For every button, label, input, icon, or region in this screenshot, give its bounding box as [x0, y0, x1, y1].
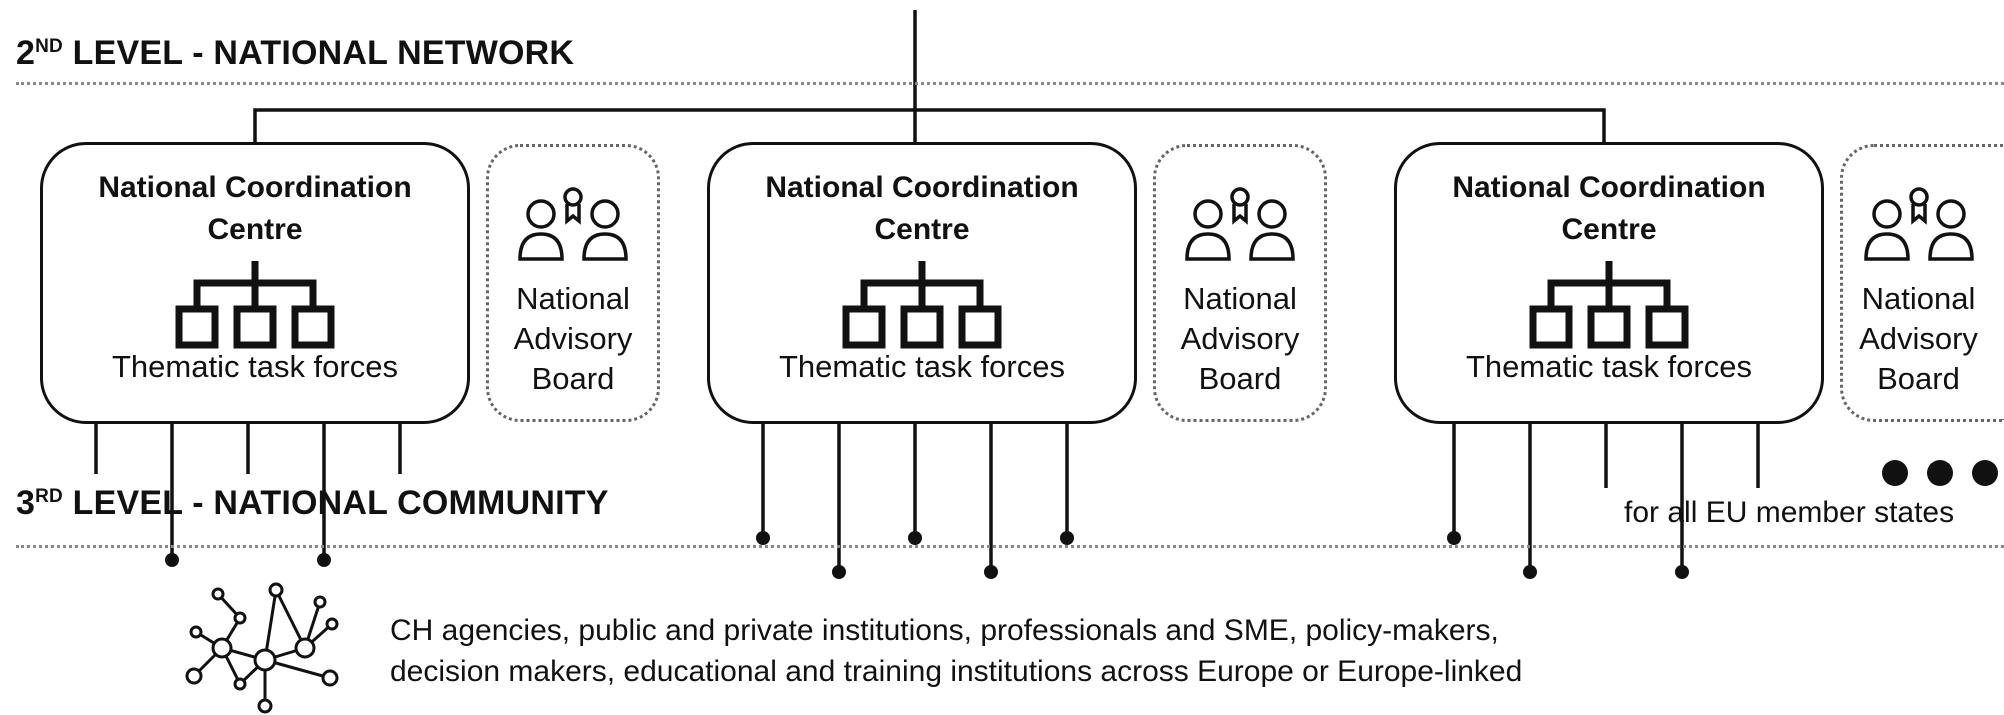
ncc-title-line2: Centre: [1561, 213, 1657, 246]
board-label-line2: Advisory: [513, 321, 633, 356]
level-3-divider: [16, 545, 2004, 548]
org-chart-icon: [842, 261, 1002, 349]
level-2-number: 2: [16, 34, 36, 72]
level-2-title: LEVEL - NATIONAL NETWORK: [62, 34, 575, 72]
community-description: CH agencies, public and private institut…: [390, 610, 1522, 692]
ellipsis-dots-icon: [1882, 460, 1998, 486]
ncc-subtitle: Thematic task forces: [1466, 349, 1752, 384]
board-label-line2: Advisory: [1180, 321, 1300, 356]
eu-member-states-label: for all EU member states: [1624, 496, 1955, 529]
ncc-title-line2: Centre: [874, 213, 970, 246]
network-nodes-icon: [185, 582, 339, 714]
people-award-icon: [1863, 187, 1974, 261]
board-label-line1: National: [1861, 281, 1976, 316]
board-label-line3: Board: [1198, 361, 1282, 396]
people-award-icon: [1185, 187, 1295, 261]
ncc-title-line2: Centre: [207, 213, 303, 246]
ncc-title-line1: National Coordination: [765, 171, 1079, 204]
level-3-number: 3: [16, 484, 36, 522]
level-3-heading: 3RD LEVEL - NATIONAL COMMUNITY: [16, 484, 609, 523]
org-chart-icon: [175, 261, 335, 349]
board-label-line3: Board: [531, 361, 615, 396]
people-award-icon: [518, 187, 628, 261]
ncc-title-line1: National Coordination: [1452, 171, 1766, 204]
ncc-subtitle: Thematic task forces: [779, 349, 1065, 384]
level-2-heading: 2ND LEVEL - NATIONAL NETWORK: [16, 34, 574, 73]
community-line1: CH agencies, public and private institut…: [390, 614, 1499, 647]
community-line2: decision makers, educational and trainin…: [390, 655, 1523, 688]
board-label-line1: National: [516, 281, 630, 316]
org-chart-icon: [1529, 261, 1689, 349]
level-3-title: LEVEL - NATIONAL COMMUNITY: [62, 484, 609, 522]
board-label-line1: National: [1183, 281, 1297, 316]
ncc-subtitle: Thematic task forces: [112, 349, 398, 384]
level-3-ordinal: RD: [35, 486, 63, 507]
board-label-line2: Advisory: [1859, 321, 1978, 356]
board-label-line3: Board: [1877, 361, 1960, 396]
level-2-ordinal: ND: [35, 36, 63, 57]
ncc-title-line1: National Coordination: [98, 171, 412, 204]
level-2-divider: [16, 82, 2004, 85]
